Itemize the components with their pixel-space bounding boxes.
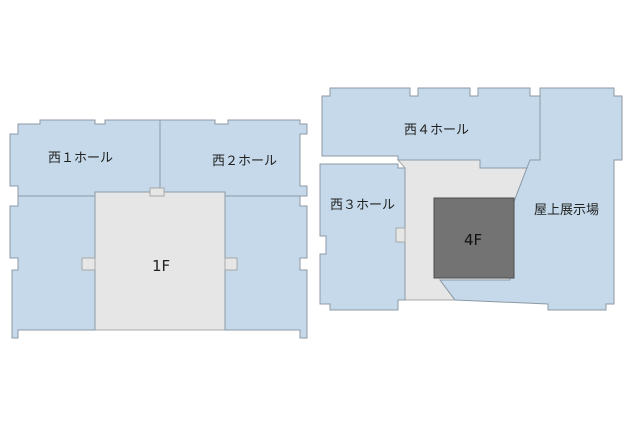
west-4-hall[interactable] (321, 87, 541, 169)
corridor-notch (395, 227, 406, 243)
west-1-hall-lower-wing[interactable] (9, 195, 96, 339)
floor-1-label: 1F (152, 257, 170, 275)
floor-1-block: 西１ホール 西２ホール 1F (9, 119, 308, 339)
west-2-hall-lower-wing[interactable] (224, 195, 308, 339)
west-2-hall-label: 西２ホール (212, 154, 277, 169)
corridor-notch (81, 257, 96, 271)
floor-4-core (433, 197, 515, 279)
west-2-hall[interactable] (159, 119, 308, 197)
floor-4-block: 西４ホール 西３ホール 屋上展示場 4F (319, 87, 623, 311)
west-3-hall[interactable] (319, 163, 406, 311)
corridor-notch (224, 257, 238, 271)
west-3-hall-label: 西３ホール (330, 198, 395, 213)
rooftop-exhibition-label: 屋上展示場 (534, 203, 599, 218)
west-1-hall-label: 西１ホール (48, 151, 113, 166)
west-4-hall-label: 西４ホール (404, 123, 469, 138)
corridor-notch (149, 187, 165, 197)
floor-4-label: 4F (464, 231, 482, 249)
